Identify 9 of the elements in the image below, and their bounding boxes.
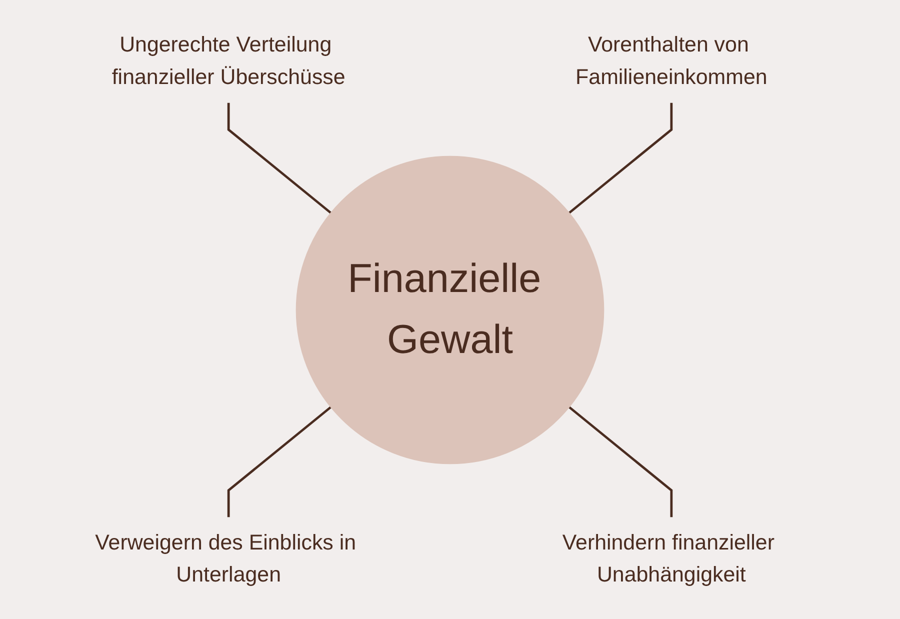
connector bbox=[227, 102, 332, 214]
node-text: Verhindern finanzieller Unabhängigkeit bbox=[562, 530, 774, 586]
node-text: Ungerechte Verteilung finanzieller Überschüsse bbox=[112, 32, 346, 88]
node-circle: Finanzielle Gewalt bbox=[296, 155, 604, 464]
connector bbox=[227, 406, 332, 517]
node-text: Verweigern des Einblicks in Unterlagen bbox=[95, 530, 356, 586]
connector bbox=[568, 406, 673, 517]
node-text: Vorenthalten von Familieneinkommen bbox=[576, 32, 768, 88]
connector bbox=[568, 102, 673, 214]
